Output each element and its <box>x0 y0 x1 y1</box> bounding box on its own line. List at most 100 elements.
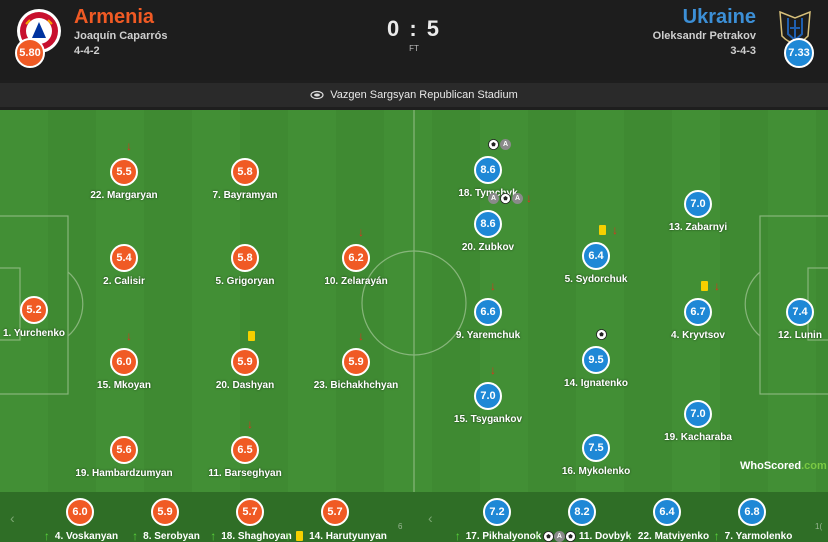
player-rating: 7.0 <box>474 382 502 410</box>
player-name: 15. Mkoyan <box>97 380 151 391</box>
player-rating: 5.7 <box>321 498 349 526</box>
player-name: 12. Lunin <box>778 330 822 341</box>
match-score: 0 : 5 <box>386 16 442 41</box>
chevron-left-icon[interactable]: ‹ <box>10 510 15 526</box>
away-substitute-3[interactable]: 6.4↑22. Matviyenko <box>625 492 709 542</box>
whoscored-logo[interactable]: WhoScored.com <box>740 460 827 472</box>
sub-off-arrow-icon: ↓ <box>247 417 253 431</box>
goal-ball-icon <box>596 328 607 340</box>
home-team-name[interactable]: Armenia <box>74 6 155 28</box>
player-rating: 7.0 <box>684 400 712 428</box>
player-events: ↓ <box>124 328 134 344</box>
away-substitute-4[interactable]: 6.8↑7. Yarmolenko <box>710 492 794 542</box>
home-player-11[interactable]: ↓ 6.5 11. Barseghyan <box>185 416 305 479</box>
player-name: 13. Zabarnyi <box>668 222 728 233</box>
player-rating: 5.4 <box>110 244 138 272</box>
player-rating: 7.2 <box>483 498 511 526</box>
sub-on-arrow-icon: ↑ <box>626 529 633 542</box>
yellow-card-icon <box>296 531 304 541</box>
player-events: ↑ <box>712 529 722 542</box>
assist-icon: A <box>488 192 499 204</box>
sub-on-arrow-icon: ↑ <box>534 529 541 542</box>
away-player-11[interactable]: 7.5 16. Mykolenko <box>536 414 656 477</box>
player-rating: 5.9 <box>231 348 259 376</box>
home-substitute-4[interactable]: 5.7↑14. Harutyunyan <box>285 492 387 542</box>
chevron-left-icon[interactable]: ‹ <box>428 510 433 526</box>
player-name: 2. Calisir <box>103 276 145 287</box>
player-rating: 7.4 <box>786 298 814 326</box>
player-rating: 8.6 <box>474 210 502 238</box>
player-name: ↑8. Serobyan <box>123 529 207 542</box>
player-name: 1. Yurchenko <box>2 328 66 339</box>
player-events: ↑A <box>533 529 576 542</box>
home-substitute-3[interactable]: 5.7↑18. Shaghoyan <box>208 492 292 542</box>
away-player-7[interactable]: 7.4 12. Lunin <box>740 278 828 341</box>
away-substitute-1[interactable]: 7.2↑17. Pikhalyonok <box>455 492 541 542</box>
player-events <box>596 326 607 342</box>
match-status: FT <box>409 44 419 53</box>
sub-on-arrow-icon: ↑ <box>43 529 50 542</box>
home-substitute-2[interactable]: 5.9↑8. Serobyan <box>123 492 207 542</box>
player-events: ↓ <box>356 224 366 240</box>
assist-icon: A <box>500 138 511 150</box>
stadium-icon <box>310 90 324 100</box>
player-events: ↑ <box>130 529 140 542</box>
player-name: 11. Barseghyan <box>208 468 282 479</box>
player-name-text: 14. Harutyunyan <box>309 530 387 542</box>
away-bench-page: 1( <box>815 522 823 531</box>
home-player-8[interactable]: 5.9 20. Dashyan <box>185 328 305 391</box>
player-name: 20. Dashyan <box>215 380 275 391</box>
sub-off-arrow-icon: ↓ <box>526 191 532 205</box>
player-name: ↑4. Voskanyan <box>38 529 122 542</box>
player-name: 5. Grigoryan <box>215 276 275 287</box>
sub-on-arrow-icon: ↑ <box>132 529 139 542</box>
player-rating: 5.6 <box>110 436 138 464</box>
assist-icon: A <box>553 530 565 542</box>
player-rating: 6.5 <box>231 436 259 464</box>
player-rating: 7.5 <box>582 434 610 462</box>
sub-on-arrow-icon: ↑ <box>713 529 720 542</box>
sub-on-arrow-icon: ↑ <box>210 529 217 542</box>
away-team-name[interactable]: Ukraine <box>682 6 756 28</box>
player-events: ↓ <box>698 278 722 294</box>
player-name: 5. Sydorchuk <box>564 274 628 285</box>
home-bench-page: 6 <box>398 522 403 531</box>
player-rating: 6.7 <box>684 298 712 326</box>
away-player-6[interactable]: ↓ 6.7 4. Kryvtsov <box>638 278 758 341</box>
home-substitute-1[interactable]: 6.0↑4. Voskanyan <box>38 492 122 542</box>
player-name: 15. Tsygankov <box>453 414 523 425</box>
player-name: 4. Kryvtsov <box>671 330 725 341</box>
player-name-text: 22. Matviyenko <box>637 530 710 542</box>
player-name: 18. Tymchyk <box>458 188 518 199</box>
player-name: 22. Margaryan <box>90 190 158 201</box>
assist-icon: A <box>512 192 523 204</box>
sub-off-arrow-icon: ↓ <box>490 279 496 293</box>
home-player-3[interactable]: 5.4 2. Calisir <box>64 224 184 287</box>
player-events: ↓ <box>596 222 620 238</box>
player-name: 16. Mykolenko <box>561 466 631 477</box>
goal-ball-icon <box>542 530 554 542</box>
stadium-bar: Vazgen Sargsyan Republican Stadium <box>0 83 828 107</box>
sub-off-arrow-icon: ↓ <box>126 139 132 153</box>
player-rating: 9.5 <box>582 346 610 374</box>
